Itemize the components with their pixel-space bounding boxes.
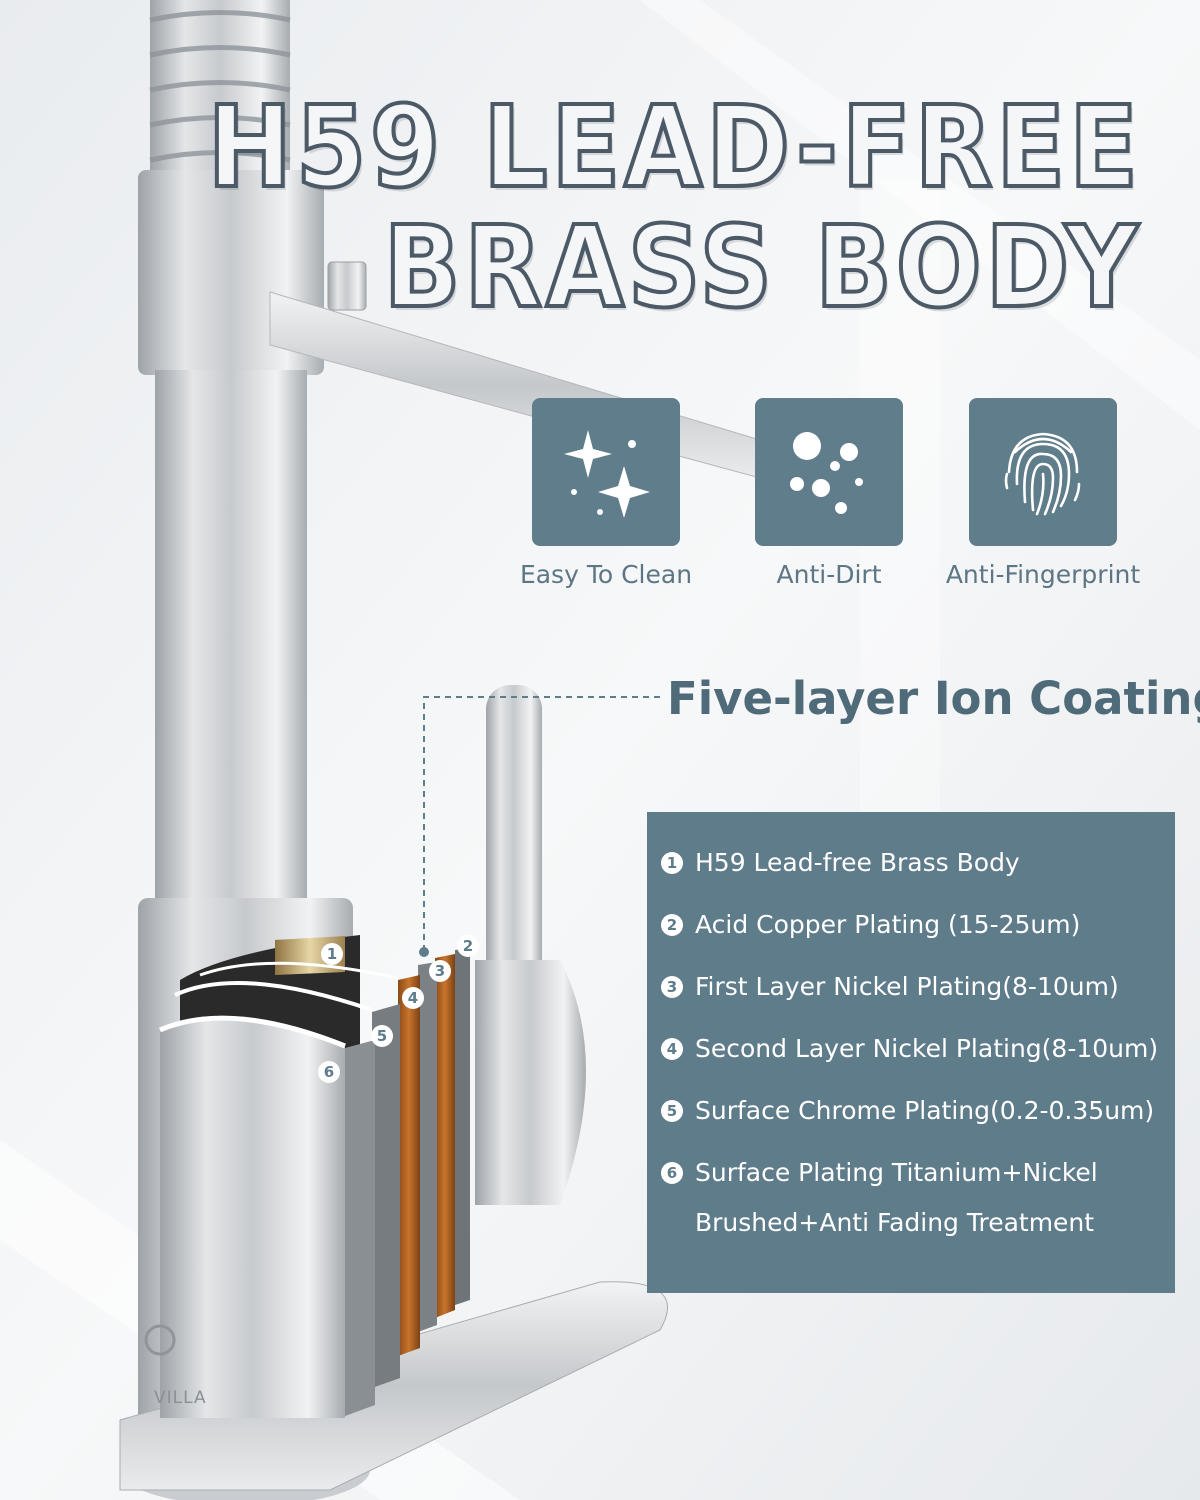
layer-text-line-1: Surface Plating Titanium+Nickel <box>695 1158 1098 1187</box>
layer-text: Acid Copper Plating (15-25um) <box>695 910 1081 939</box>
coating-layer-panel: 1 H59 Lead-free Brass Body 2 Acid Copper… <box>647 812 1175 1293</box>
layer-callout-1: 1 <box>321 943 343 965</box>
layer-number: 4 <box>661 1038 683 1060</box>
layer-number: 6 <box>661 1162 683 1184</box>
layer-text: H59 Lead-free Brass Body <box>695 848 1020 877</box>
layer-number: 5 <box>661 1100 683 1122</box>
layer-callout-3: 3 <box>429 960 451 982</box>
layer-number: 3 <box>661 976 683 998</box>
layer-callout-5: 5 <box>371 1025 393 1047</box>
feature-easy-to-clean: Easy To Clean <box>520 398 692 589</box>
layer-callout-4: 4 <box>402 987 424 1009</box>
feature-anti-dirt: Anti-Dirt <box>755 398 903 589</box>
feature-label: Anti-Dirt <box>776 560 882 589</box>
feature-tile <box>969 398 1117 546</box>
layer-text: Surface Plating Titanium+Nickel Brushed+… <box>695 1154 1098 1242</box>
sparkle-icon <box>564 430 650 518</box>
layer-text: Surface Chrome Plating(0.2-0.35um) <box>695 1096 1155 1125</box>
layer-number: 1 <box>661 852 683 874</box>
coating-title: Five-layer Ion Coating <box>667 672 1200 725</box>
layer-row: 4 Second Layer Nickel Plating(8-10um) <box>661 1030 1175 1068</box>
feature-anti-fingerprint: Anti-Fingerprint <box>946 398 1140 589</box>
layer-row: 6 Surface Plating Titanium+Nickel Brushe… <box>661 1154 1175 1242</box>
headline-line-2: BRASS BODY <box>382 203 1142 333</box>
layer-callout-2: 2 <box>457 935 479 957</box>
layer-text: First Layer Nickel Plating(8-10um) <box>695 972 1119 1001</box>
layer-text-line-2: Brushed+Anti Fading Treatment <box>695 1208 1095 1237</box>
layer-number: 2 <box>661 914 683 936</box>
layer-row: 5 Surface Chrome Plating(0.2-0.35um) <box>661 1092 1175 1130</box>
feature-label: Anti-Fingerprint <box>945 560 1141 589</box>
layer-text: Second Layer Nickel Plating(8-10um) <box>695 1034 1159 1063</box>
layer-callout-6: 6 <box>318 1061 340 1083</box>
fingerprint-icon <box>1004 432 1081 516</box>
bubbles-icon <box>790 432 863 514</box>
feature-label: Easy To Clean <box>519 560 693 589</box>
layer-row: 1 H59 Lead-free Brass Body <box>661 844 1175 882</box>
feature-tile <box>755 398 903 546</box>
feature-tile <box>532 398 680 546</box>
brand-logo-text: VILLA <box>154 1388 207 1408</box>
layer-row: 3 First Layer Nickel Plating(8-10um) <box>661 968 1175 1006</box>
layer-row: 2 Acid Copper Plating (15-25um) <box>661 906 1175 944</box>
headline-line-1: H59 LEAD-FREE <box>206 83 1142 213</box>
